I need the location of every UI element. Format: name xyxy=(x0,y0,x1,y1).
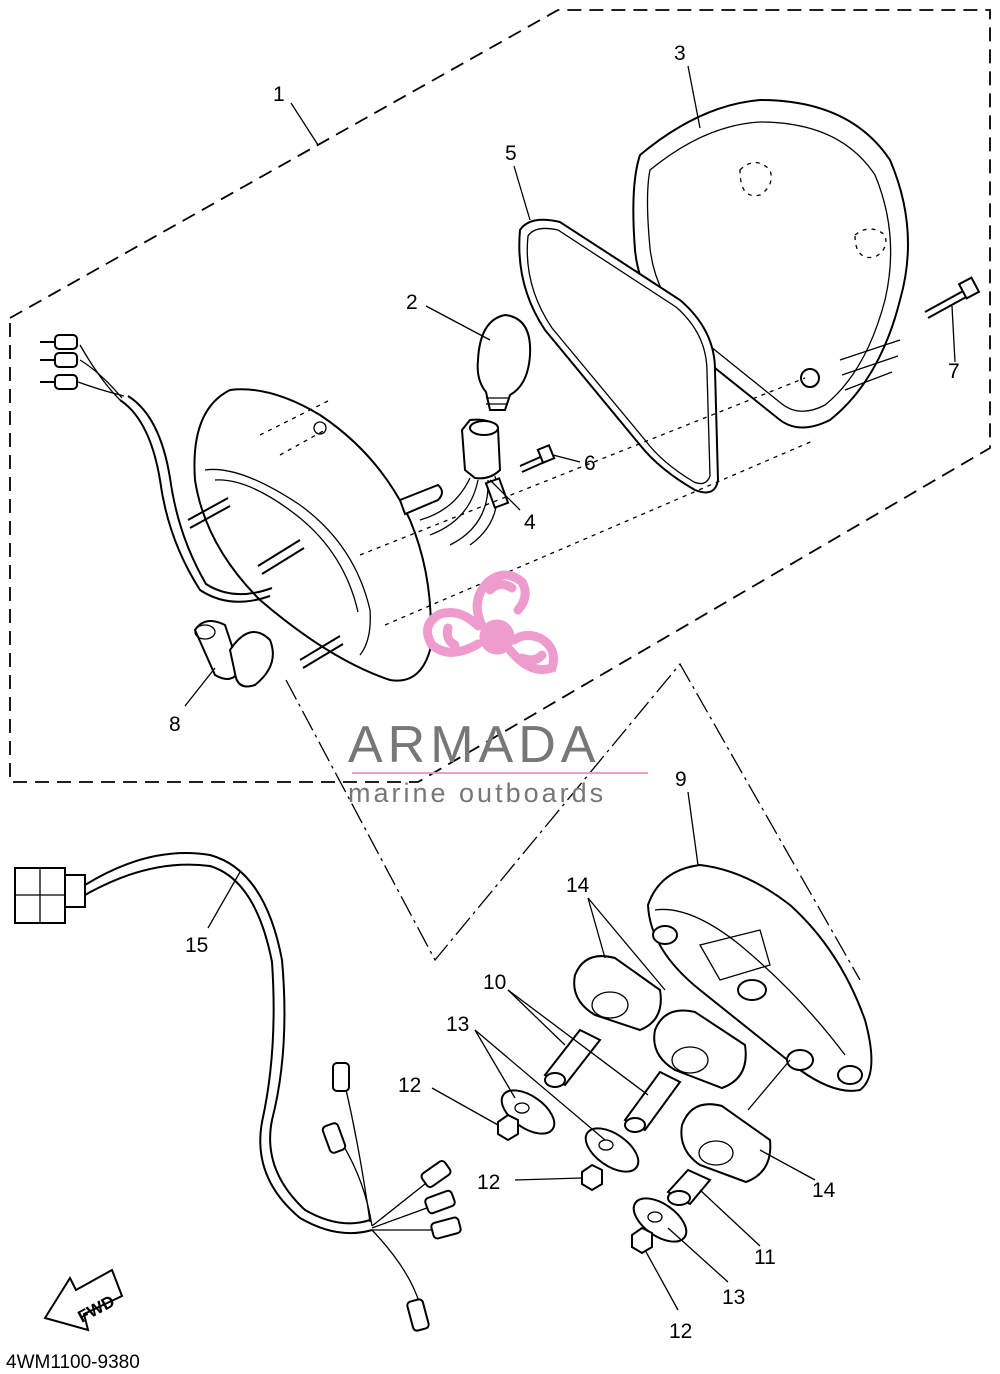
watermark-subtitle: marine outboards xyxy=(348,778,606,808)
callout-6: 6 xyxy=(584,452,596,475)
callout-14b: 14 xyxy=(812,1179,836,1202)
collar-11 xyxy=(666,1168,712,1206)
screw-6 xyxy=(519,443,556,473)
housing xyxy=(193,388,432,682)
assembly-boundary xyxy=(9,9,991,783)
wire-harness xyxy=(14,852,462,1332)
callout-7: 7 xyxy=(948,360,960,383)
callout-1: 1 xyxy=(273,83,285,106)
socket xyxy=(419,418,510,546)
gasket xyxy=(518,218,720,494)
damper-middle xyxy=(653,1009,747,1090)
callout-labels: 1 2 3 4 5 6 7 8 9 10 11 12 12 12 13 13 1… xyxy=(169,42,960,1343)
callout-13b: 13 xyxy=(722,1286,745,1309)
grommet xyxy=(193,620,274,688)
callout-8: 8 xyxy=(169,713,181,736)
housing-wires xyxy=(40,334,273,603)
nut-2 xyxy=(581,1163,603,1192)
callout-12c: 12 xyxy=(669,1320,692,1343)
screw-7 xyxy=(924,276,981,319)
collar-1 xyxy=(543,1028,602,1088)
propeller-icon xyxy=(423,570,558,674)
callout-15: 15 xyxy=(185,934,208,957)
damper-lower xyxy=(680,1103,772,1184)
studs xyxy=(187,497,344,669)
align-line-b xyxy=(384,439,816,626)
callout-13a: 13 xyxy=(446,1013,469,1036)
callout-5: 5 xyxy=(505,142,517,165)
leader-lines xyxy=(184,65,956,1311)
callout-12a: 12 xyxy=(398,1074,421,1097)
watermark-title: ARMADA xyxy=(348,716,600,774)
washer-2 xyxy=(584,1127,640,1173)
damper-upper xyxy=(573,955,662,1032)
callout-2: 2 xyxy=(406,291,418,314)
callout-3: 3 xyxy=(674,42,686,65)
callout-11: 11 xyxy=(754,1246,776,1269)
bracket xyxy=(646,863,873,1092)
nut-3 xyxy=(631,1226,653,1255)
part-code: 4WM1100-9380 xyxy=(6,1352,140,1373)
bulb xyxy=(476,313,532,411)
align-line-a xyxy=(359,377,806,556)
watermark: ARMADA marine outboards xyxy=(348,570,648,808)
fwd-arrow: FWD xyxy=(43,1268,124,1332)
callout-9: 9 xyxy=(675,768,687,791)
callout-12b: 12 xyxy=(477,1171,500,1194)
callout-10: 10 xyxy=(483,971,506,994)
callout-4: 4 xyxy=(524,511,536,534)
tube xyxy=(398,483,443,516)
bracket-group-boundary xyxy=(285,662,861,981)
collar-2 xyxy=(623,1070,682,1133)
callout-14a: 14 xyxy=(566,874,590,897)
nut-1 xyxy=(497,1113,519,1142)
